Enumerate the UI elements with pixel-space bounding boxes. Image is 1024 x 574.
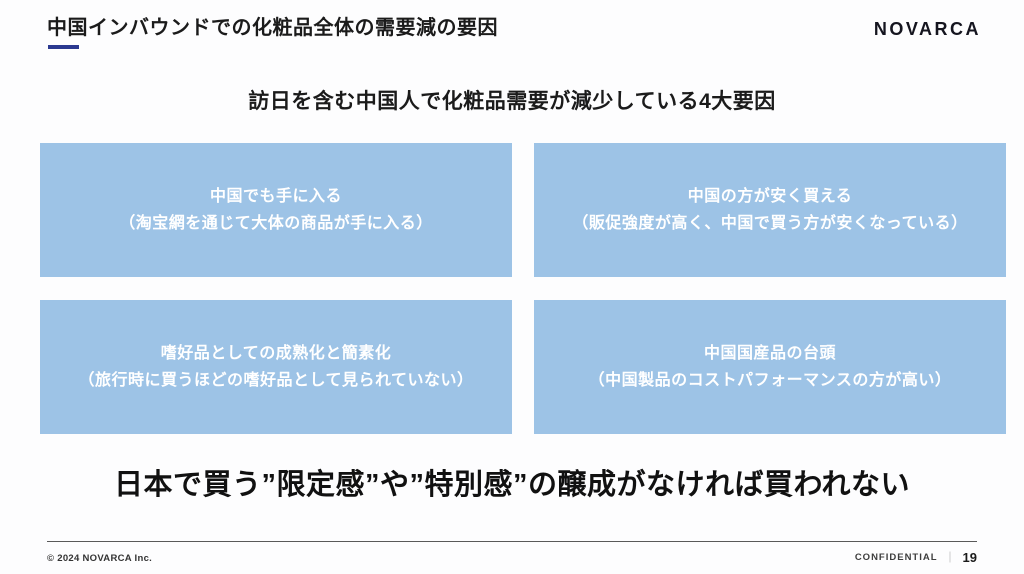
slide-subtitle: 訪日を含む中国人で化粧品需要が減少している4大要因: [248, 90, 776, 113]
factor-detail: （旅行時に買うほどの嗜好品として見られていない）: [78, 372, 474, 389]
footer-separator: ｜: [944, 552, 956, 564]
factor-heading: 嗜好品としての成熟化と簡素化: [160, 344, 392, 362]
factor-box-maturation-simplification: 嗜好品としての成熟化と簡素化 （旅行時に買うほどの嗜好品として見られていない）: [40, 300, 512, 434]
title-underline: [48, 45, 79, 49]
factor-detail: （中国製品のコストパフォーマンスの方が高い）: [588, 372, 952, 389]
factor-heading: 中国でも手に入る: [209, 187, 342, 205]
page-number: 19: [962, 549, 977, 565]
novarca-logo: NOVARCA: [873, 19, 981, 39]
factor-box-domestic-products-rise: 中国国産品の台頭 （中国製品のコストパフォーマンスの方が高い）: [534, 300, 1006, 434]
factor-heading: 中国国産品の台頭: [703, 344, 836, 362]
factor-box-available-in-china: 中国でも手に入る （淘宝網を通じて大体の商品が手に入る）: [40, 143, 512, 277]
factor-heading: 中国の方が安く買える: [687, 187, 853, 205]
footer-divider: [47, 541, 977, 542]
conclusion-text: 日本で買う”限定感”や”特別感”の醸成がなければ買われない: [113, 469, 911, 501]
factor-box-cheaper-in-china: 中国の方が安く買える （販促強度が高く、中国で買う方が安くなっている）: [534, 143, 1006, 277]
factor-detail: （販促強度が高く、中国で買う方が安くなっている）: [572, 215, 968, 232]
page-title: 中国インバウンドでの化粧品全体の需要減の要因: [47, 17, 498, 39]
factor-detail: （淘宝網を通じて大体の商品が手に入る）: [119, 215, 433, 232]
footer-right-group: CONFIDENTIAL ｜ 19: [855, 549, 977, 565]
confidential-label: CONFIDENTIAL: [854, 551, 938, 563]
copyright-text: © 2024 NOVARCA Inc.: [47, 553, 153, 564]
